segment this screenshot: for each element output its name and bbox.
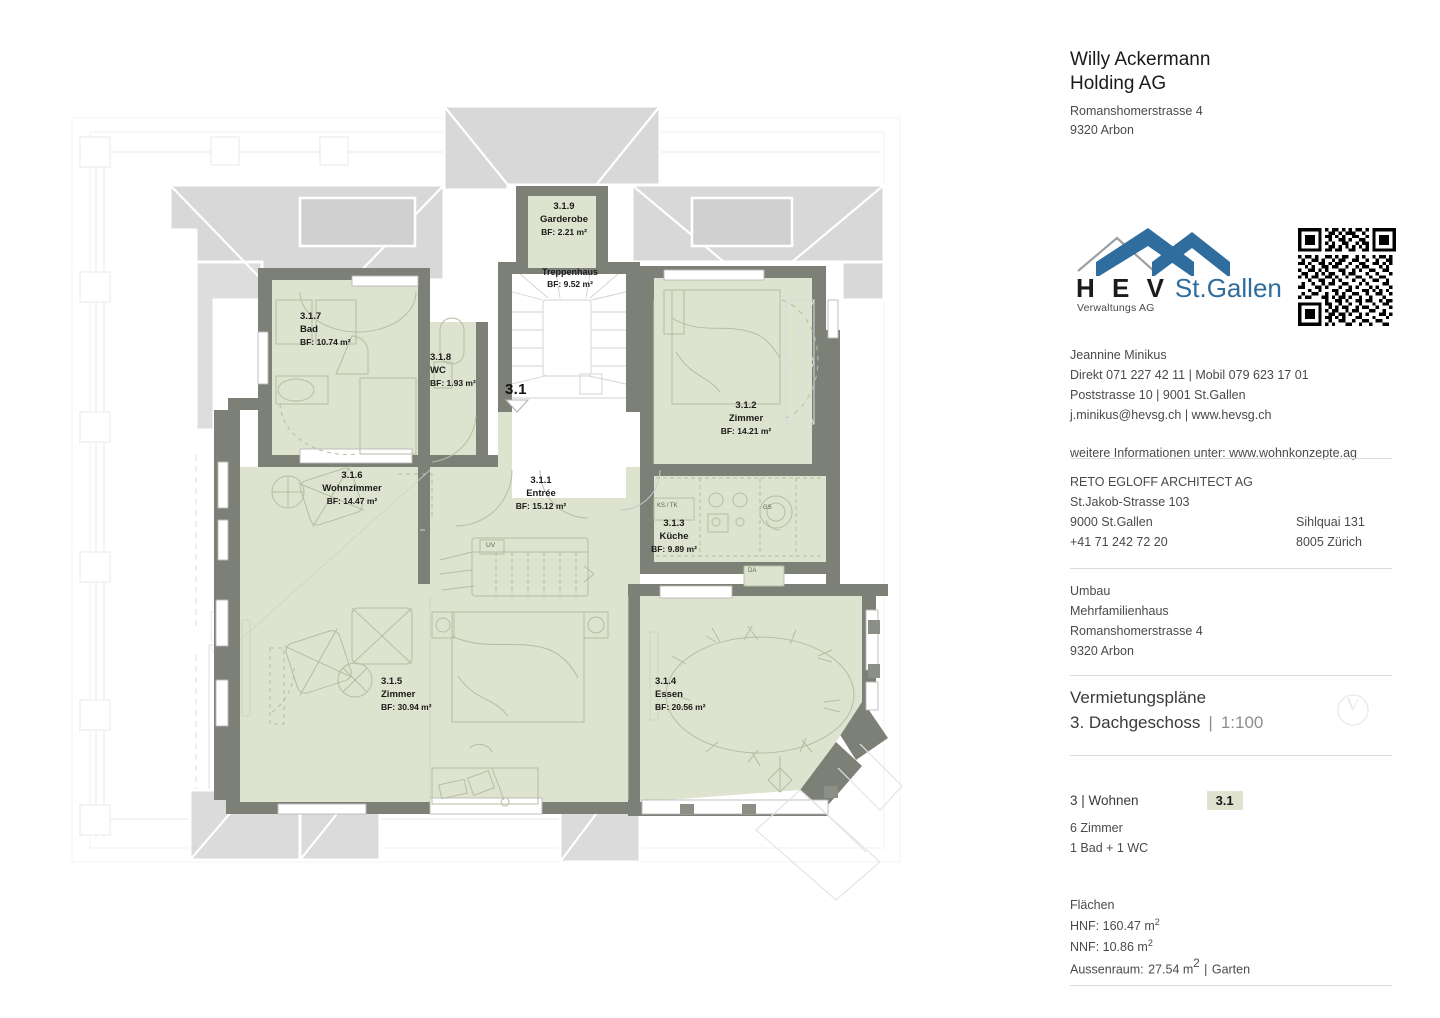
plan-separator: | [1208, 713, 1213, 732]
north-arrow-icon [1337, 694, 1369, 726]
room-fill-essen [640, 596, 862, 802]
room-fills [240, 196, 862, 802]
hnf-sq: 2 [1154, 917, 1160, 927]
apartment-marker-arrow [504, 399, 530, 413]
appliance-tag-da: DA [748, 568, 757, 574]
architect-office2: Sihlquai 131 8005 Zürich [1296, 512, 1365, 552]
roof-chevron-icon [1077, 228, 1230, 278]
company-city: 9320 Arbon [1070, 122, 1134, 137]
appliance-tags [653, 497, 785, 587]
unit-badge: 3.1 [1206, 791, 1243, 810]
hnf-label: HNF: [1070, 919, 1100, 934]
company-block: Willy Ackermann Holding AG Romanshomerst… [1070, 48, 1390, 140]
company-name-line1: Willy Ackermann [1070, 49, 1211, 70]
agent-email-web[interactable]: j.minikus@hevsg.ch | www.hevsg.ch [1070, 408, 1272, 422]
room-fill-kueche [654, 476, 826, 562]
areas-block: Flächen HNF: 160.47 m2 NNF: 10.86 m2 [1070, 895, 1400, 957]
logo-stgallen-text: St.Gallen [1174, 273, 1282, 303]
outdoor-sq: 2 [1193, 958, 1200, 970]
qr-code-icon[interactable] [1298, 228, 1396, 326]
agent-phones: Direkt 071 227 42 11 | Mobil 079 623 17 … [1070, 368, 1309, 382]
unit-baths: 1 Bad + 1 WC [1070, 841, 1149, 855]
office2-street: Sihlquai 131 [1296, 515, 1365, 529]
hnf-row: HNF: 160.47 m2 [1070, 915, 1400, 936]
nnf-sq: 2 [1147, 938, 1153, 949]
floor-plan-drawing [71, 104, 903, 901]
outdoor-type: Garten [1211, 962, 1251, 977]
logo-subtitle: Verwaltungs AG [1077, 302, 1155, 314]
unit-header: 3 | Wohnen 3.1 [1070, 791, 1400, 810]
more-info-link[interactable]: weitere Informationen unter: www.wohnkon… [1070, 446, 1357, 460]
agent-block: Jeannine Minikus Direkt 071 227 42 11 | … [1070, 345, 1400, 463]
nnf-row: NNF: 10.86 m2 [1070, 936, 1400, 957]
logo-hev-text: H E V [1076, 273, 1169, 303]
unit-rooms: 6 Zimmer [1070, 821, 1123, 835]
divider-1 [1070, 458, 1392, 459]
project-building: Mehrfamilienhaus [1070, 604, 1169, 618]
agent-name: Jeannine Minikus [1070, 348, 1167, 362]
project-street: Romanshomerstrasse 4 [1070, 624, 1203, 638]
furniture [241, 289, 855, 807]
outdoor-value: 27.54 m [1148, 962, 1194, 977]
outdoor-label: Aussenraum: [1070, 962, 1144, 977]
info-sidebar: Willy Ackermann Holding AG Romanshomerst… [1070, 0, 1400, 1018]
plan-title-block: Vermietungspläne 3. Dachgeschoss | 1:100 [1070, 688, 1400, 733]
company-name-line2: Holding AG [1070, 72, 1167, 94]
logo-wordmark: H E V St.Gallen [1076, 273, 1282, 304]
nnf-label: NNF: [1070, 940, 1100, 955]
architect-block: RETO EGLOFF ARCHITECT AG St.Jakob-Strass… [1070, 472, 1400, 552]
room-fill-garderobe [528, 196, 596, 268]
divider-4 [1070, 755, 1392, 756]
roof-slope-lines [239, 300, 655, 800]
terrace-outline [755, 743, 903, 901]
unit-label: 3 | Wohnen [1070, 793, 1139, 808]
divider-3 [1070, 675, 1392, 676]
project-type: Umbau [1070, 584, 1111, 598]
plan-floor: 3. Dachgeschoss [1070, 713, 1201, 732]
hev-logo[interactable]: H E V St.Gallen Verwaltungs AG [1074, 226, 1284, 314]
window-mullions [680, 620, 880, 814]
unit-rooms-block: 6 Zimmer 1 Bad + 1 WC [1070, 818, 1400, 858]
divider-5 [1070, 985, 1392, 986]
architect-city: 9000 St.Gallen [1070, 515, 1153, 529]
floor-plan[interactable]: 3.1.9 Garderobe BF: 2.21 m² Treppenhaus … [0, 0, 1040, 1018]
agent-address: Poststrasse 10 | 9001 St.Gallen [1070, 388, 1246, 402]
room-fill-zimmer-5 [240, 596, 628, 802]
divider-2 [1070, 568, 1392, 569]
room-fill-bad [272, 280, 418, 455]
architect-phone: +41 71 242 72 20 [1070, 535, 1168, 549]
office2-city: 8005 Zürich [1296, 535, 1363, 549]
appliance-tag-gs: GS [763, 505, 772, 511]
nnf-value: 10.86 m [1102, 940, 1148, 955]
plan-kind: Vermietungspläne [1070, 688, 1207, 707]
architect-street: St.Jakob-Strasse 103 [1070, 495, 1190, 509]
apartment-marker: 3.1 [505, 381, 527, 398]
outdoor-row: Aussenraum: 27.54 m2 | Garten [1070, 955, 1400, 979]
areas-heading: Flächen [1070, 898, 1115, 912]
project-city: 9320 Arbon [1070, 644, 1134, 658]
room-label-treppenhaus: Treppenhaus BF: 9.52 m² [541, 267, 598, 289]
outdoor-sep: | [1204, 962, 1208, 977]
appliance-tag-ks-tk: KS / TK [657, 503, 678, 509]
architect-name: RETO EGLOFF ARCHITECT AG [1070, 475, 1253, 489]
project-block: Umbau Mehrfamilienhaus Romanshomerstrass… [1070, 581, 1400, 661]
qr-code-svg [1298, 228, 1396, 326]
company-street: Romanshomerstrasse 4 [1070, 103, 1203, 118]
plan-scale: 1:100 [1220, 713, 1264, 732]
hnf-value: 160.47 m [1102, 919, 1155, 934]
stair-tag-uv: UV [486, 542, 496, 549]
stairwell [511, 273, 627, 498]
